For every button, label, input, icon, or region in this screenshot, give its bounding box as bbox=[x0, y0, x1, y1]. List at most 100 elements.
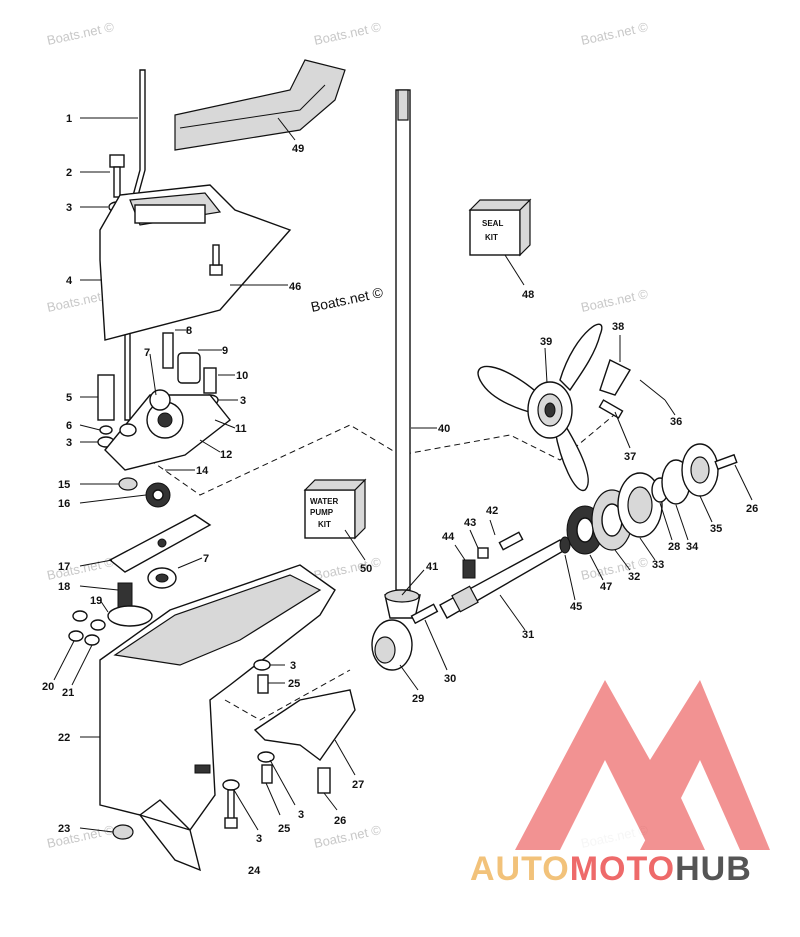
callout-labels: 1 2 3 4 5 6 3 15 16 17 18 19 20 21 22 23… bbox=[42, 113, 758, 877]
part-35-nut bbox=[681, 443, 719, 497]
part-19-gasket bbox=[107, 605, 153, 627]
part-27-trim-tab bbox=[253, 689, 356, 761]
watermark: Boats.net © bbox=[580, 286, 650, 315]
callout-7: 7 bbox=[203, 553, 209, 565]
part-24-bolt bbox=[227, 789, 235, 821]
callout-16: 16 bbox=[58, 498, 70, 510]
callout-47: 47 bbox=[600, 581, 612, 593]
callout-39: 39 bbox=[540, 336, 552, 348]
callout-23: 23 bbox=[58, 823, 70, 835]
callout-43: 43 bbox=[464, 517, 476, 529]
callout-4: 4 bbox=[66, 275, 73, 287]
part-22-gear-housing bbox=[99, 564, 336, 872]
part-21-washer bbox=[72, 610, 88, 622]
part-2-bolt bbox=[109, 154, 125, 198]
callout-9: 9 bbox=[222, 345, 228, 357]
callout-26: 26 bbox=[334, 815, 346, 827]
callout-6: 6 bbox=[66, 420, 72, 432]
part-30-pin bbox=[410, 603, 439, 625]
callout-50: 50 bbox=[360, 563, 372, 575]
part-5-spacer bbox=[97, 374, 115, 421]
brand-part-hub: HUB bbox=[675, 850, 752, 888]
part-50-water-pump-kit: WATER PUMP KIT bbox=[303, 478, 367, 540]
part-42-spring bbox=[498, 531, 524, 551]
callout-3: 3 bbox=[298, 809, 304, 821]
watermark: Boats.net © bbox=[46, 554, 116, 583]
callout-35: 35 bbox=[710, 523, 722, 535]
callout-17: 17 bbox=[58, 561, 70, 573]
part-12-pump-base bbox=[104, 389, 231, 471]
part-3-washer bbox=[222, 779, 240, 791]
part-46-bolt bbox=[209, 244, 223, 276]
callout-22: 22 bbox=[58, 732, 70, 744]
callout-3: 3 bbox=[256, 833, 262, 845]
callout-24: 24 bbox=[248, 865, 261, 877]
watermark: Boats.net © bbox=[46, 822, 116, 851]
part-9-sleeve bbox=[177, 352, 201, 384]
part-38-cone bbox=[599, 359, 631, 396]
callout-11: 11 bbox=[235, 423, 247, 435]
part-21-washer bbox=[84, 634, 100, 646]
part-29-gear bbox=[371, 619, 413, 671]
callout-34: 34 bbox=[686, 541, 699, 553]
part-26-screw bbox=[714, 453, 738, 471]
part-3-washer bbox=[253, 659, 271, 671]
callout-18: 18 bbox=[58, 581, 70, 593]
watermark: Boats.net © bbox=[580, 19, 650, 48]
brand-part-auto: AUTO bbox=[470, 850, 570, 888]
part-3-washer bbox=[257, 751, 275, 763]
callout-12: 12 bbox=[220, 449, 232, 461]
callout-5: 5 bbox=[66, 392, 72, 404]
part-20-nut bbox=[68, 630, 84, 642]
callout-37: 37 bbox=[624, 451, 636, 463]
callout-2: 2 bbox=[66, 167, 72, 179]
callout-48: 48 bbox=[522, 289, 534, 301]
part-24-bolt-head bbox=[224, 817, 238, 829]
part-4-driveshaft-housing bbox=[99, 184, 292, 341]
seal-kit-label-line2: KIT bbox=[485, 233, 498, 242]
part-21-washer bbox=[90, 619, 106, 631]
seal-kit-label-line1: SEAL bbox=[482, 219, 503, 228]
part-16-impeller bbox=[145, 482, 171, 508]
watermark-center: Boats.net © bbox=[309, 284, 385, 315]
part-7-seal bbox=[119, 423, 137, 437]
part-44-cam bbox=[462, 559, 476, 579]
callout-3: 3 bbox=[290, 660, 296, 672]
callout-49: 49 bbox=[292, 143, 304, 155]
part-26-bolt bbox=[317, 767, 331, 794]
callout-36: 36 bbox=[670, 416, 682, 428]
callout-3: 3 bbox=[240, 395, 246, 407]
part-33-bearing bbox=[617, 472, 663, 538]
callout-44: 44 bbox=[442, 531, 455, 543]
callout-25: 25 bbox=[288, 678, 300, 690]
part-25-bolt bbox=[257, 674, 269, 694]
part-37-pin bbox=[598, 399, 624, 419]
callout-29: 29 bbox=[412, 693, 424, 705]
part-48-seal-kit: SEAL KIT bbox=[468, 198, 532, 257]
callout-14: 14 bbox=[196, 465, 209, 477]
pump-kit-label-line3: KIT bbox=[318, 520, 331, 529]
callout-21: 21 bbox=[62, 687, 74, 699]
brand-logo-mark bbox=[515, 680, 770, 850]
callout-27: 27 bbox=[352, 779, 364, 791]
callout-38: 38 bbox=[612, 321, 624, 333]
callout-1: 1 bbox=[66, 113, 72, 125]
part-49-strip bbox=[174, 59, 346, 151]
watermark: Boats.net © bbox=[313, 822, 383, 851]
part-25-bolt bbox=[261, 764, 273, 784]
brand-wordmark: AUTOMOTOHUB bbox=[470, 850, 752, 889]
part-8-bolt bbox=[162, 332, 174, 369]
callout-40: 40 bbox=[438, 423, 450, 435]
part-6-seal bbox=[99, 425, 113, 435]
callout-3: 3 bbox=[66, 202, 72, 214]
part-31-propshaft bbox=[439, 539, 566, 619]
part-45-ring bbox=[559, 536, 571, 554]
leader-lines bbox=[53, 117, 753, 833]
plate-hole bbox=[157, 538, 167, 548]
watermark: Boats.net © bbox=[46, 19, 116, 48]
part-39-propeller bbox=[477, 323, 603, 491]
callout-33: 33 bbox=[652, 559, 664, 571]
part-36-pin bbox=[639, 379, 666, 401]
callout-19: 19 bbox=[90, 595, 102, 607]
